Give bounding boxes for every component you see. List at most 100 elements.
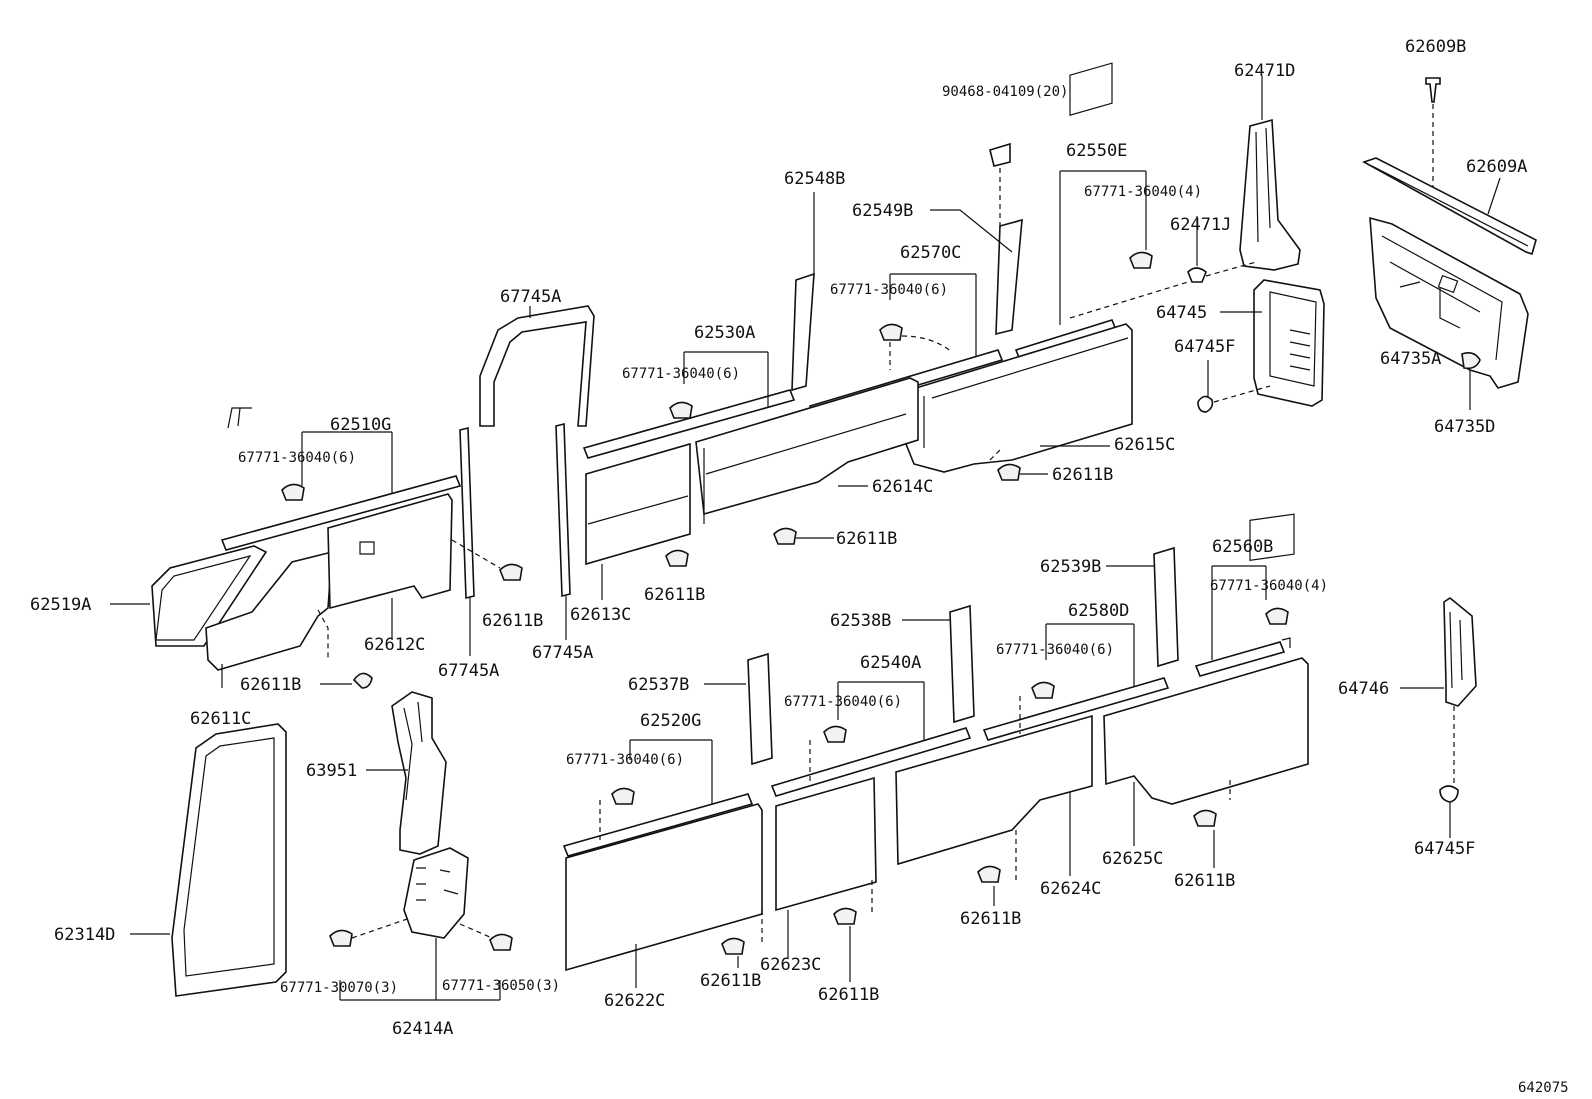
clip-62609B <box>1425 77 1441 190</box>
part-67745A-strips <box>459 422 571 656</box>
label-62519A: 62519A <box>30 595 91 615</box>
part-62615C <box>905 62 1133 473</box>
part-64746 <box>1400 597 1477 786</box>
clip-90468 <box>989 142 1011 230</box>
clip-62611B-i <box>833 880 873 982</box>
part-62614C <box>695 377 919 524</box>
label-62609B: 62609B <box>1405 37 1466 57</box>
label-67771-36040-6-a: 67771-36040(6) <box>830 282 948 298</box>
label-62580D: 62580D <box>1068 601 1129 621</box>
label-67771-36040-6-b: 67771-36040(6) <box>622 366 740 382</box>
clip-62611B-b <box>773 527 834 545</box>
label-62530A: 62530A <box>694 323 755 343</box>
label-67771-36040-4-a: 67771-36040(4) <box>1084 184 1202 200</box>
label-62625C: 62625C <box>1102 849 1163 869</box>
part-62624C <box>895 714 1093 876</box>
label-67745A-low: 67745A <box>438 661 499 681</box>
label-62538B: 62538B <box>830 611 891 631</box>
part-63951 <box>366 691 447 855</box>
label-62611B-a: 62611B <box>1052 465 1113 485</box>
label-62614C: 62614C <box>872 477 933 497</box>
part-62611C <box>205 550 333 688</box>
part-67745A-frame <box>479 305 595 427</box>
part-62519A <box>110 545 268 647</box>
part-62613C <box>585 442 691 600</box>
label-64745F-top: 64745F <box>1174 337 1235 357</box>
label-62611B-f: 62611B <box>1174 871 1235 891</box>
label-62537B: 62537B <box>628 675 689 695</box>
label-62624C: 62624C <box>1040 879 1101 899</box>
label-64746: 64746 <box>1338 679 1389 699</box>
label-62613C: 62613C <box>570 605 631 625</box>
part-62530A <box>582 351 796 459</box>
clip-67771-30070 <box>329 917 411 947</box>
part-62520G <box>562 739 754 857</box>
clip-62611B-g <box>977 830 1017 906</box>
part-62625C <box>1103 513 1309 846</box>
label-67745A-mid: 67745A <box>532 643 593 663</box>
clip-64745F-lower <box>1439 785 1459 838</box>
part-62580D <box>982 623 1170 741</box>
clip-62611B-h <box>721 910 763 968</box>
label-62609A: 62609A <box>1466 157 1527 177</box>
part-64735A <box>1369 216 1529 389</box>
part-62539B <box>1106 546 1179 668</box>
label-67771-36040-6-e: 67771-36040(6) <box>784 694 902 710</box>
drawing-id: 642075 <box>1518 1080 1569 1096</box>
clip-62611B-d <box>451 539 523 581</box>
label-62611C: 62611C <box>190 709 251 729</box>
label-62414A: 62414A <box>392 1019 453 1039</box>
label-62540A: 62540A <box>860 653 921 673</box>
part-62471D <box>1239 76 1301 271</box>
clip-64735D <box>1461 352 1481 410</box>
clip-62611B-a <box>989 449 1048 481</box>
label-62611B-h: 62611B <box>700 971 761 991</box>
label-64735A: 64735A <box>1380 349 1441 369</box>
clip-64745F-upper <box>1197 360 1271 413</box>
label-62548B: 62548B <box>784 169 845 189</box>
label-67771-36040-6-f: 67771-36040(6) <box>566 752 684 768</box>
label-62560B: 62560B <box>1212 537 1273 557</box>
part-62548B <box>791 192 815 392</box>
part-62314D <box>130 723 287 997</box>
label-67771-36040-6-d: 67771-36040(6) <box>996 642 1114 658</box>
label-62550E: 62550E <box>1066 141 1127 161</box>
label-64745F-low: 64745F <box>1414 839 1475 859</box>
label-67745A-top: 67745A <box>500 287 561 307</box>
label-67771-36040-4-b: 67771-36040(4) <box>1210 578 1328 594</box>
label-62611B-i: 62611B <box>818 985 879 1005</box>
label-62611B-g: 62611B <box>960 909 1021 929</box>
mark-top-left <box>227 407 252 429</box>
label-62549B: 62549B <box>852 201 913 221</box>
label-62622C: 62622C <box>604 991 665 1011</box>
part-62560B <box>1194 565 1291 677</box>
part-62510G <box>220 431 462 551</box>
part-62538B <box>902 604 975 724</box>
part-64745 <box>1220 279 1325 407</box>
label-67771-30070-3: 67771-30070(3) <box>280 980 398 996</box>
label-62615C: 62615C <box>1114 435 1175 455</box>
label-62510G: 62510G <box>330 415 391 435</box>
part-62540A <box>770 681 972 797</box>
callout-labels: 62609B 62471D 90468-04109(20) 62550E 626… <box>30 37 1569 1096</box>
part-62549B <box>930 209 1023 336</box>
label-62471D: 62471D <box>1234 61 1295 81</box>
label-90468-04109: 90468-04109(20) <box>942 84 1068 100</box>
label-67771-36040-6-c: 67771-36040(6) <box>238 450 356 466</box>
label-62623C: 62623C <box>760 955 821 975</box>
part-62414A <box>339 847 501 1001</box>
label-62539B: 62539B <box>1040 557 1101 577</box>
label-62611B-b: 62611B <box>836 529 897 549</box>
part-62622C <box>565 803 763 988</box>
label-64735D: 64735D <box>1434 417 1495 437</box>
clip-62471J <box>1187 216 1257 283</box>
label-62611B-d: 62611B <box>482 611 543 631</box>
part-62623C <box>775 776 877 958</box>
clip-62611B-c <box>665 549 689 567</box>
part-62609A <box>1362 157 1537 256</box>
label-63951: 63951 <box>306 761 357 781</box>
part-62537B <box>704 652 773 766</box>
label-62314D: 62314D <box>54 925 115 945</box>
label-62570C: 62570C <box>900 243 961 263</box>
label-62611B-c: 62611B <box>644 585 705 605</box>
